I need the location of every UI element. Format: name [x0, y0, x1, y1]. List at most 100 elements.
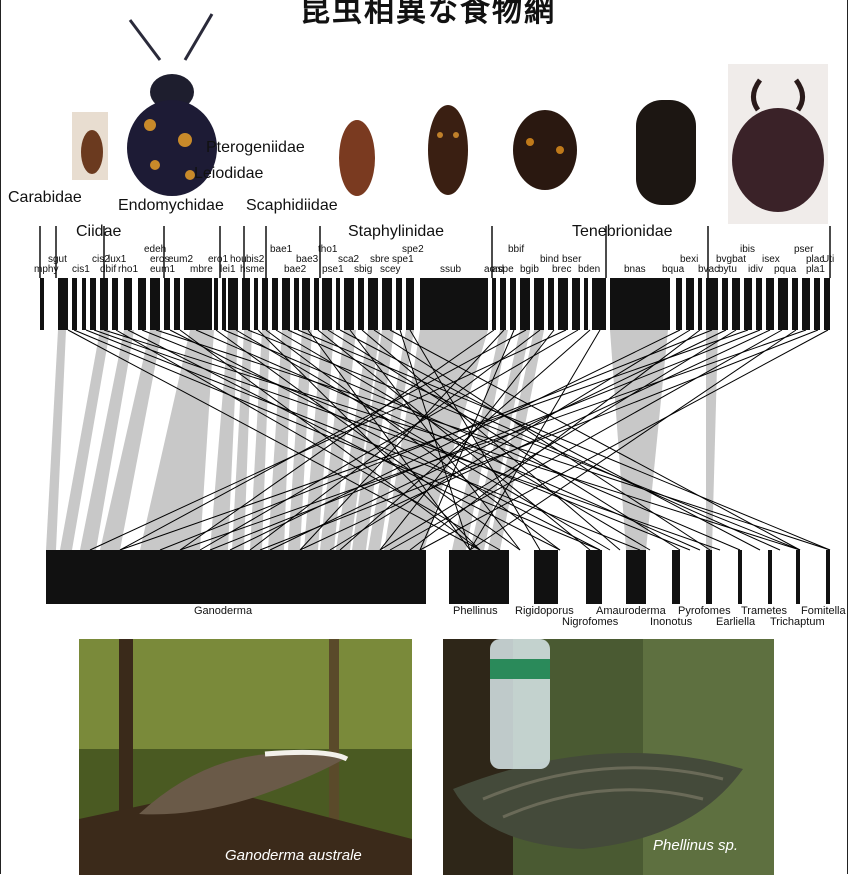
beetle-species-bar	[138, 278, 146, 330]
species-label: bytu	[718, 264, 737, 275]
beetle-species-bar	[262, 278, 268, 330]
beetle-species-bar	[766, 278, 774, 330]
species-label: bae1	[270, 244, 293, 255]
species-label: pse1	[322, 264, 344, 275]
beetle-species-bar	[242, 278, 250, 330]
family-label: Carabidae	[8, 189, 82, 206]
family-label: Endomychidae	[118, 197, 224, 214]
beetle-species-bar	[164, 278, 170, 330]
beetle-species-bar	[500, 278, 506, 330]
species-labels-upper: sgutcis2lux1edeheroseum2ero1houbis2bae1b…	[48, 244, 834, 265]
fungus-bars	[46, 550, 830, 604]
beetle-photo-staph1	[339, 120, 375, 196]
fungus-label: Nigrofomes	[562, 616, 619, 628]
fungus-bar	[449, 550, 509, 604]
beetle-species-bar	[572, 278, 580, 330]
beetle-species-bar	[100, 278, 108, 330]
beetle-species-bar	[610, 278, 670, 330]
beetle-species-bar	[778, 278, 788, 330]
beetle-species-bar	[744, 278, 752, 330]
beetle-species-bar	[802, 278, 810, 330]
beetle-species-bar	[112, 278, 118, 330]
beetle-species-bar	[322, 278, 332, 330]
species-label: cis1	[72, 264, 90, 275]
photo-caption: Ganoderma australe	[225, 847, 362, 864]
species-label: bden	[578, 264, 600, 275]
beetle-species-bar	[184, 278, 190, 330]
beetle-photo-staph2	[428, 105, 468, 195]
species-label: scey	[380, 264, 401, 275]
beetle-species-bar	[58, 278, 68, 330]
beetle-species-bar	[382, 278, 392, 330]
family-label: Scaphidiidae	[246, 197, 338, 214]
species-label: lei1	[220, 264, 236, 275]
beetle-species-bar	[592, 278, 606, 330]
beetle-species-bar	[548, 278, 554, 330]
beetle-species-bar	[558, 278, 568, 330]
beetle-species-bar	[302, 278, 310, 330]
fungus-bar	[672, 550, 680, 604]
fungus-label: Earliella	[716, 616, 756, 628]
beetle-species-bar	[396, 278, 402, 330]
species-label: ssub	[440, 264, 462, 275]
beetle-species-bar	[824, 278, 830, 330]
fungus-label: Ganoderma	[194, 605, 253, 617]
beetle-species-bar	[406, 278, 414, 330]
species-label: bae2	[284, 264, 307, 275]
beetle-species-bar	[222, 278, 226, 330]
species-label: pqua	[774, 264, 797, 275]
beetle-images	[72, 14, 828, 224]
species-label: bgib	[520, 264, 539, 275]
species-label: bnas	[624, 264, 646, 275]
interaction-bands	[46, 330, 718, 550]
ganoderma-photo: Ganoderma australe	[79, 639, 412, 875]
beetle-species-bar	[368, 278, 378, 330]
beetle-species-bar	[282, 278, 290, 330]
species-label: brec	[552, 264, 571, 275]
species-label: pla1	[806, 264, 825, 275]
fungus-bar	[706, 550, 712, 604]
beetle-species-bar	[336, 278, 340, 330]
species-label: spe2	[402, 244, 424, 255]
family-label: Pterogeniidae	[206, 139, 305, 156]
beetle-species-bar	[228, 278, 238, 330]
fungus-bar	[768, 550, 772, 604]
photo-caption: Phellinus sp.	[653, 837, 738, 854]
beetle-species-bar	[492, 278, 496, 330]
fungus-label: Inonotus	[650, 616, 693, 628]
beetle-species-bar	[698, 278, 702, 330]
fungus-label: Phellinus	[453, 605, 498, 617]
species-label: aspe	[492, 264, 514, 275]
beetle-species-bar	[792, 278, 798, 330]
species-label: idiv	[748, 264, 763, 275]
beetle-species-bar	[420, 278, 488, 330]
beetle-bars	[40, 278, 830, 330]
beetle-species-bar	[82, 278, 86, 330]
beetle-species-bar	[254, 278, 258, 330]
beetle-species-bar	[214, 278, 218, 330]
family-label: Tenebrionidae	[572, 223, 673, 240]
beetle-species-bar	[344, 278, 354, 330]
beetle-species-bar	[706, 278, 718, 330]
species-label: bbif	[508, 244, 524, 255]
species-label: dbif	[100, 264, 116, 275]
family-label: Staphylinidae	[348, 223, 444, 240]
beetle-species-bar	[150, 278, 160, 330]
beetle-species-bar	[814, 278, 820, 330]
beetle-species-bar	[314, 278, 319, 330]
beetle-species-bar	[510, 278, 516, 330]
fungus-bar	[826, 550, 830, 604]
beetle-species-bar	[124, 278, 132, 330]
beetle-species-bar	[190, 278, 212, 330]
species-label: mphy	[34, 264, 58, 275]
beetle-species-bar	[756, 278, 762, 330]
beetle-species-bar	[686, 278, 694, 330]
beetle-species-bar	[174, 278, 180, 330]
beetle-species-bar	[272, 278, 278, 330]
species-label: rho1	[118, 264, 138, 275]
beetle-photo-carabidae	[72, 112, 108, 180]
fungus-bar	[586, 550, 602, 604]
beetle-species-bar	[722, 278, 728, 330]
species-label: mbre	[190, 264, 213, 275]
family-label: Leiodidae	[194, 165, 264, 182]
